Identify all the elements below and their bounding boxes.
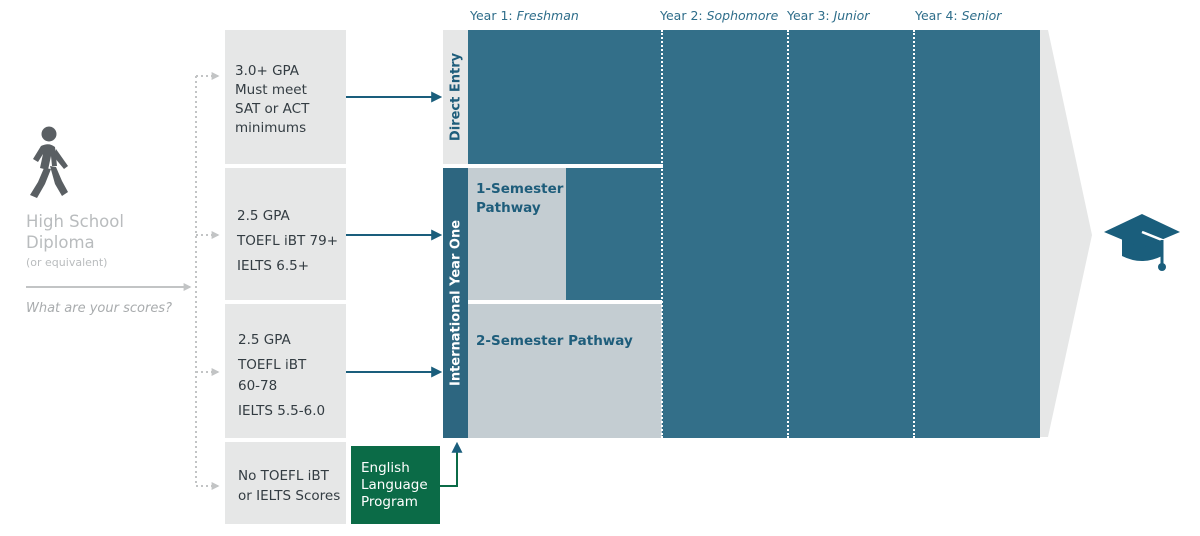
- req-direct-entry: 3.0+ GPA Must meet SAT or ACT minimums: [225, 30, 346, 164]
- year-header-3: Year 3: Junior: [787, 8, 870, 23]
- year-divider-2: [787, 30, 789, 438]
- year-header-4: Year 4: Senior: [915, 8, 1002, 23]
- two-semester-pathway-title: 2-Semester Pathway: [476, 333, 633, 349]
- graduation-cap-icon: [1104, 214, 1180, 271]
- iyo-label: International Year One: [448, 219, 464, 387]
- two-semester-pathway-block: 2-Semester Pathway: [468, 304, 662, 438]
- direct-entry-band: Direct Entry: [443, 30, 468, 164]
- one-semester-pathway-title: 1-Semester Pathway: [476, 181, 564, 216]
- progress-chevron: [1040, 30, 1092, 437]
- year-header-1: Year 1: Freshman: [470, 8, 579, 23]
- english-language-program: English Language Program: [351, 446, 440, 524]
- year-divider-3: [913, 30, 915, 438]
- separator-pathways: [468, 300, 662, 304]
- walking-person-icon: [30, 126, 68, 198]
- start-subtitle: (or equivalent): [26, 256, 108, 269]
- arrow-elp-to-iyo: [440, 441, 463, 487]
- scores-question: What are your scores?: [26, 301, 172, 316]
- separator-direct-iyo: [468, 164, 663, 168]
- one-semester-pathway-block: 1-Semester Pathway: [468, 168, 566, 300]
- req-no-scores: No TOEFL iBT or IELTS Scores: [225, 442, 346, 524]
- year-header-2: Year 2: Sophomore: [660, 8, 779, 23]
- iyo-band: International Year One: [443, 168, 468, 438]
- direct-entry-label: Direct Entry: [448, 52, 464, 142]
- start-title: High School Diploma: [26, 212, 124, 252]
- req-two-semester: 2.5 GPA TOEFL iBT 60-78 IELTS 5.5-6.0: [225, 304, 346, 438]
- year-divider-1: [661, 30, 663, 438]
- req-one-semester: 2.5 GPA TOEFL iBT 79+ IELTS 6.5+: [225, 168, 346, 300]
